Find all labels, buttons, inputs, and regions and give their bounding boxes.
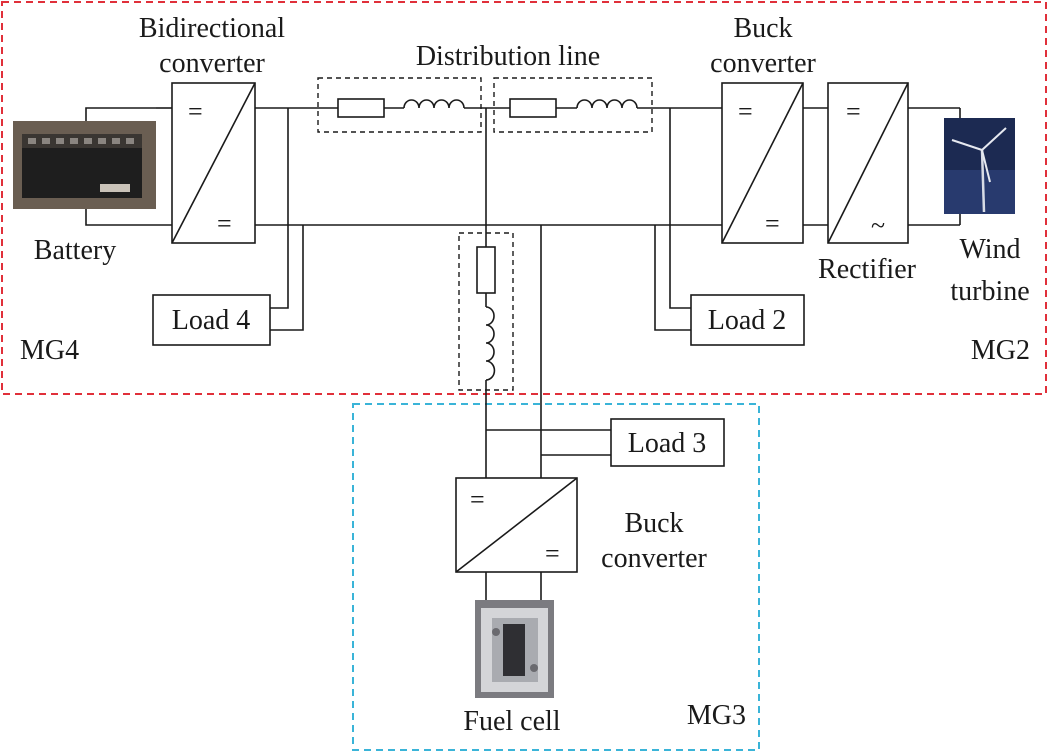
buck-converter-top-label-line2: converter (710, 48, 816, 79)
buck-converter-top-label-line1: Buck (733, 13, 792, 44)
load4-box: Load 4 (152, 294, 271, 346)
resistor-right (509, 98, 557, 118)
load3-box: Load 3 (610, 418, 725, 467)
battery-label: Battery (34, 235, 116, 266)
distribution-line-label: Distribution line (416, 41, 600, 72)
bidirectional-converter-dc-symbol-top: = (188, 97, 203, 126)
mg3-region-border (352, 403, 760, 751)
resistor-left (337, 98, 385, 118)
buck-converter-bottom-label-line1: Buck (624, 508, 683, 539)
resistor-vertical (476, 246, 496, 294)
wind-turbine-image (944, 118, 1015, 214)
bidirectional-converter-dc-symbol-bottom: = (217, 209, 232, 238)
distribution-line-vertical-frame (458, 232, 514, 391)
mg2-label: MG2 (971, 335, 1030, 366)
rectifier-ac-symbol: ~ (871, 211, 885, 240)
bidirectional-converter-label-line2: converter (159, 48, 265, 79)
bidirectional-converter-label-line1: Bidirectional (139, 13, 285, 44)
buck-converter-bottom-dc-symbol-input: = (470, 485, 485, 514)
upper-bus-wires (85, 107, 961, 600)
buck-converter-bottom: = = (455, 477, 578, 573)
buck-converter-bottom-dc-symbol-output: = (545, 539, 560, 568)
mg4-label: MG4 (20, 335, 79, 366)
fuel-cell-image (475, 600, 554, 698)
rectifier: = ~ (827, 82, 909, 244)
bidirectional-converter: = = (171, 82, 256, 244)
inductor-left (403, 99, 465, 109)
battery-image (13, 121, 156, 209)
distribution-line-segment-right-frame (493, 77, 653, 133)
inductor-right (576, 99, 638, 109)
rectifier-label: Rectifier (818, 254, 917, 285)
load3-label: Load 3 (628, 428, 707, 459)
fuel-cell-label: Fuel cell (463, 706, 560, 737)
load2-box: Load 2 (690, 294, 805, 346)
wind-turbine-label-line2: turbine (950, 276, 1029, 307)
buck-converter-top-dc-symbol-input: = (738, 97, 753, 126)
buck-converter-top: = = (721, 82, 804, 244)
buck-converter-top-dc-symbol-output: = (765, 209, 780, 238)
wind-turbine-label-line1: Wind (959, 234, 1020, 265)
distribution-line-segment-left-frame (317, 77, 482, 133)
rectifier-dc-symbol: = (846, 97, 861, 126)
mg-upper-region-border (1, 1, 1047, 395)
load4-label: Load 4 (172, 305, 251, 336)
inductor-vertical (485, 306, 496, 381)
buck-converter-bottom-label-line2: converter (601, 543, 707, 574)
load2-label: Load 2 (708, 305, 787, 336)
mg3-label: MG3 (687, 700, 746, 731)
